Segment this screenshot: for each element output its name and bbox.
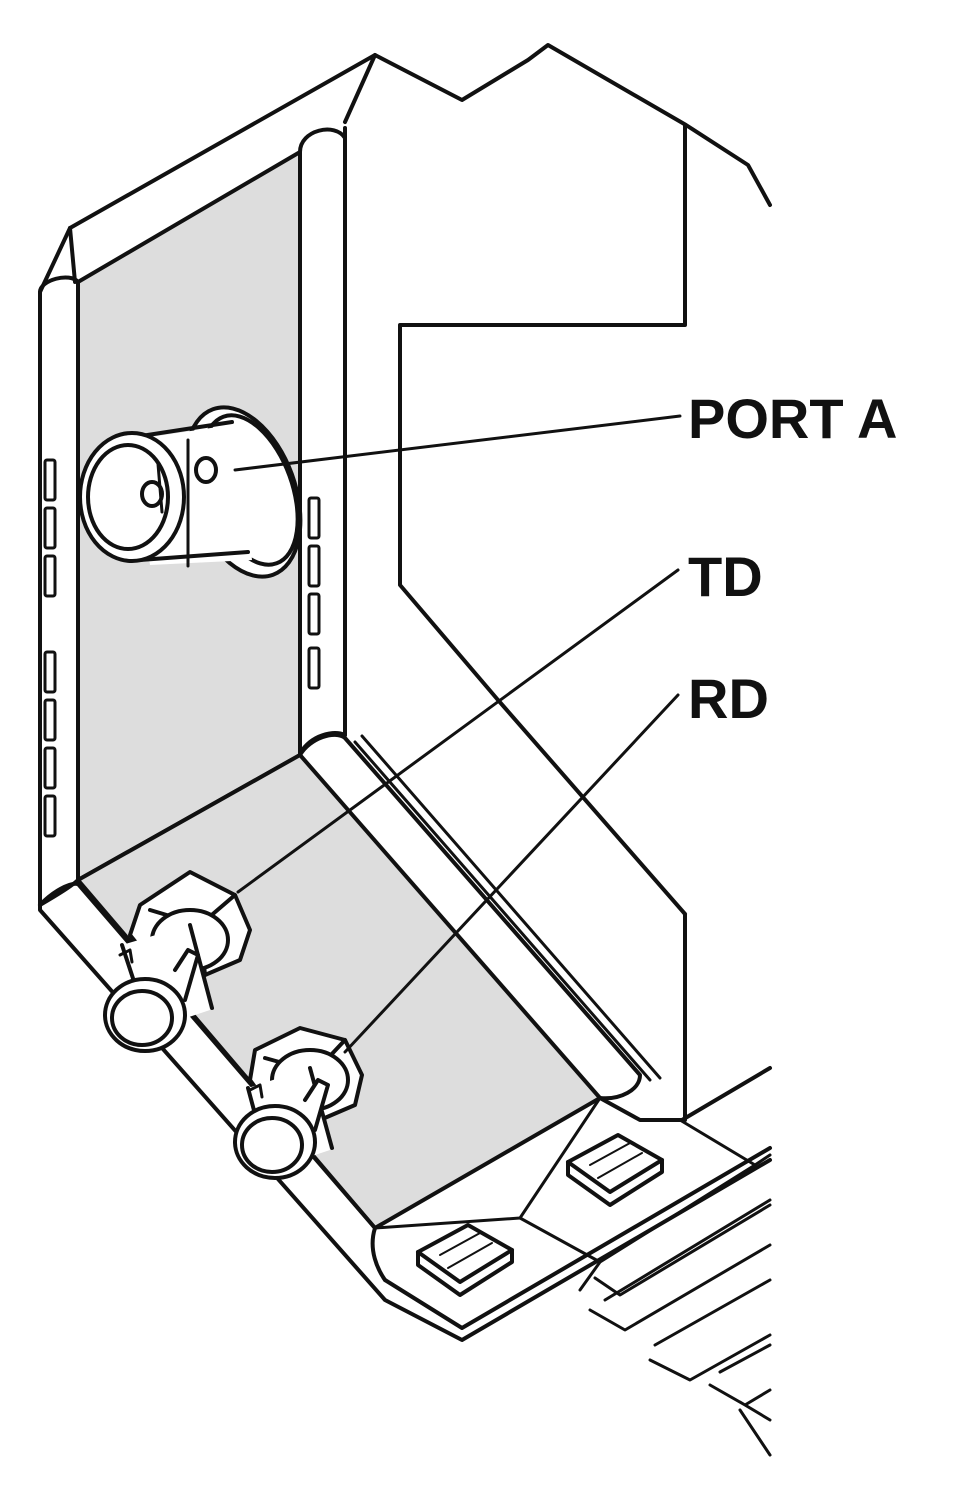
bottom-right-rail-double (353, 734, 662, 1082)
rd-label: RD (688, 667, 769, 730)
rd-leader-line (343, 693, 680, 1054)
td-label: TD (688, 545, 763, 608)
middle-rail (298, 127, 347, 757)
bottom-left-rail (38, 881, 387, 1282)
vent-slots-middle (307, 496, 321, 690)
left-rail (38, 275, 80, 907)
port-a-bnc-connector (78, 405, 303, 579)
rd-st-connector (233, 1026, 364, 1180)
base-outline (383, 1066, 772, 1330)
td-leader-line (236, 568, 680, 894)
port-a-label: PORT A (688, 387, 897, 450)
latch-tab-right (566, 1133, 664, 1207)
port-a-leader-line (233, 414, 682, 472)
bottom-right-rail (298, 732, 642, 1101)
td-st-connector (103, 870, 252, 1053)
vent-slots-left (43, 458, 57, 838)
housing-top-edge (68, 53, 377, 284)
rail-feet (588, 1198, 772, 1457)
base-inner-frame (373, 1096, 772, 1292)
latch-tab-left (416, 1223, 514, 1297)
